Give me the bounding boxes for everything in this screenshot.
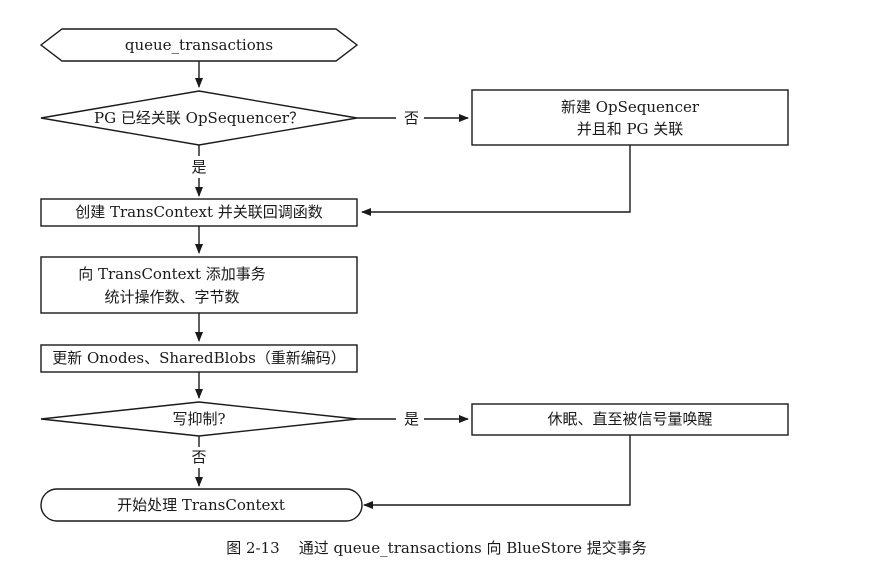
create-transcontext-label: 创建 TransContext 并关联回调函数 xyxy=(75,203,323,221)
add-transaction-line1: 向 TransContext 添加事务 xyxy=(78,265,266,283)
sleep-label: 休眠、直至被信号量唤醒 xyxy=(547,410,712,428)
end-node-label: 开始处理 TransContext xyxy=(117,496,285,514)
edge-label-throttle-yes: 是 xyxy=(404,410,419,428)
start-node: queue_transactions xyxy=(39,28,359,62)
edge-label-opseq-no: 否 xyxy=(404,109,419,127)
decision-opsequencer: PG 已经关联 OpSequencer？ xyxy=(40,90,358,146)
edge-sleep-to-end xyxy=(363,435,631,509)
new-opsequencer-box: 新建 OpSequencer 并且和 PG 关联 xyxy=(471,89,789,146)
update-onodes-label: 更新 Onodes、SharedBlobs（重新编码） xyxy=(52,349,346,367)
decision-throttle-label: 写抑制? xyxy=(172,410,225,428)
start-node-label: queue_transactions xyxy=(125,36,273,54)
sleep-box: 休眠、直至被信号量唤醒 xyxy=(471,403,789,436)
edge-label-opseq-yes: 是 xyxy=(191,158,206,176)
edge-label-throttle-no: 否 xyxy=(191,448,206,466)
new-opsequencer-line2: 并且和 PG 关联 xyxy=(577,120,684,138)
create-transcontext-box: 创建 TransContext 并关联回调函数 xyxy=(40,198,358,227)
decision-opsequencer-label: PG 已经关联 OpSequencer？ xyxy=(94,109,304,127)
figure-caption-text: 通过 queue_transactions 向 BlueStore 提交事务 xyxy=(298,539,647,557)
end-node: 开始处理 TransContext xyxy=(40,488,363,522)
decision-throttle: 写抑制? xyxy=(40,401,358,437)
figure-number: 图 2-13 xyxy=(226,539,280,557)
edge-new-opseq-to-create xyxy=(361,145,631,216)
update-onodes-box: 更新 Onodes、SharedBlobs（重新编码） xyxy=(40,344,358,373)
flowchart: queue_transactions PG 已经关联 OpSequencer？ … xyxy=(39,28,789,522)
new-opsequencer-line1: 新建 OpSequencer xyxy=(561,98,700,116)
figure-caption: 图 2-13 通过 queue_transactions 向 BlueStore… xyxy=(0,537,873,558)
add-transaction-line2: 统计操作数、字节数 xyxy=(104,288,239,306)
add-transaction-box: 向 TransContext 添加事务 统计操作数、字节数 xyxy=(40,256,358,314)
